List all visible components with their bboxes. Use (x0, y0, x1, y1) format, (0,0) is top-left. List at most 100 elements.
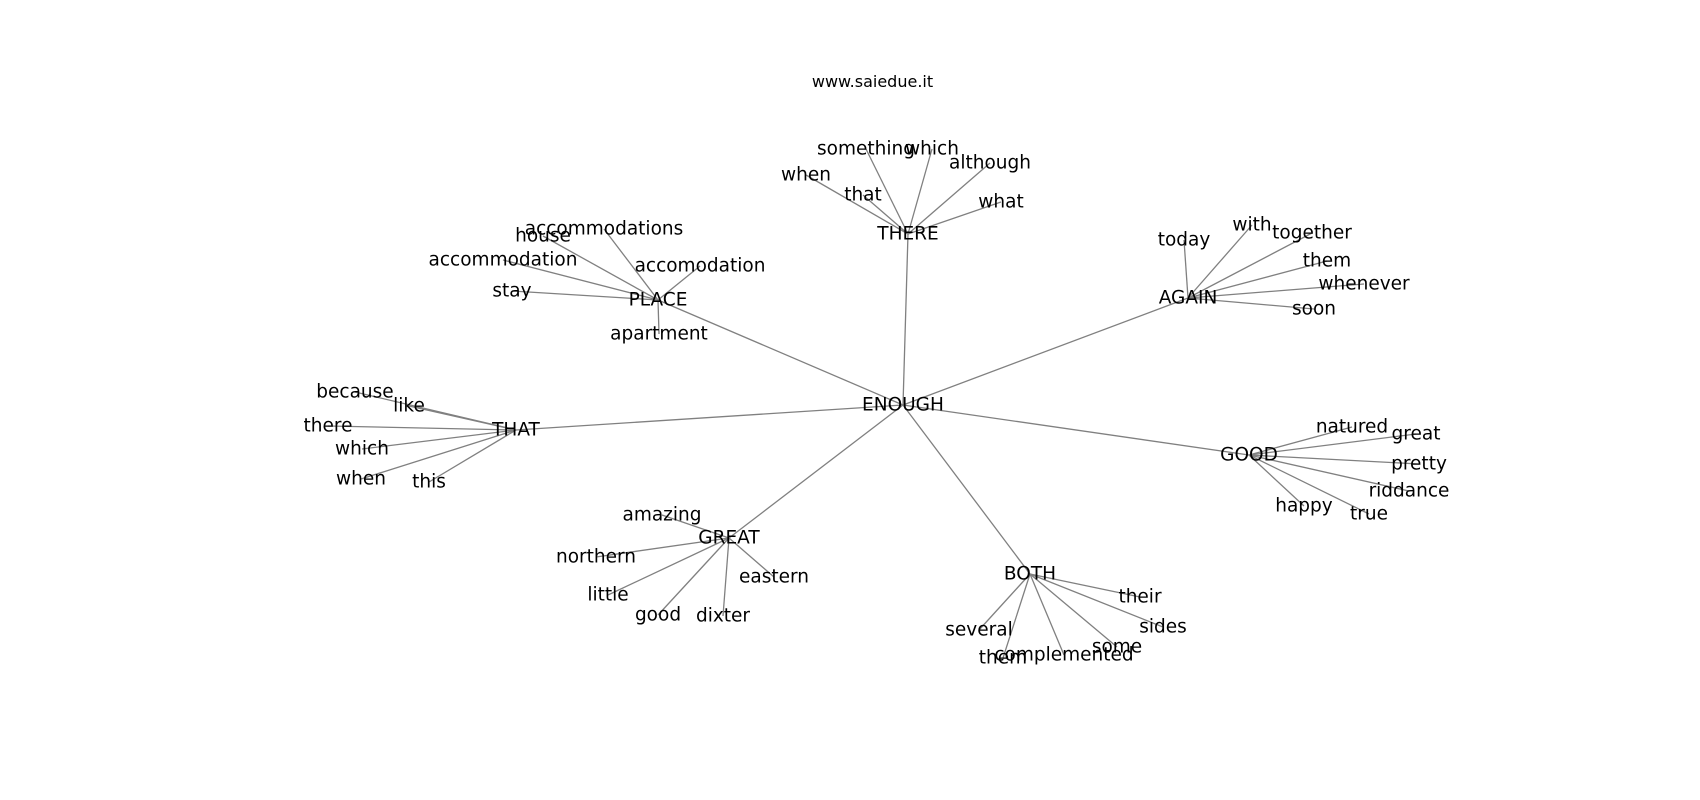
leaf-node-great-3: little (587, 585, 628, 606)
hub-node-that: THAT (491, 420, 540, 441)
leaf-node-place-5: apartment (610, 324, 708, 345)
edge-there-0 (865, 148, 909, 235)
edge-great-2 (728, 537, 775, 578)
edge-there-4 (862, 194, 909, 235)
hub-node-there: THERE (876, 224, 938, 245)
leaf-node-again-2: together (1272, 223, 1352, 244)
edge-both-1 (1029, 573, 1164, 628)
leaf-node-place-3: accomodation (635, 256, 766, 277)
leaf-node-both-1: sides (1139, 617, 1187, 638)
hub-node-place: PLACE (629, 290, 688, 311)
edge-again-2 (1187, 232, 1313, 299)
leaf-node-great-1: northern (556, 547, 636, 568)
leaf-node-great-4: good (635, 605, 681, 626)
edge-again-0 (1183, 239, 1189, 299)
leaf-node-good-4: happy (1275, 496, 1333, 517)
edge-that-1 (408, 405, 517, 431)
edge-both-2 (978, 573, 1031, 631)
leaf-node-good-3: riddance (1369, 481, 1450, 502)
edge-place-2 (502, 259, 659, 301)
edge-root-again (902, 297, 1189, 406)
hub-node-again: AGAIN (1159, 288, 1218, 309)
leaf-node-place-0: accommodations (525, 219, 684, 240)
leaf-node-great-5: dixter (696, 606, 750, 627)
hub-node-both: BOTH (1004, 564, 1056, 585)
edge-root-there (902, 233, 909, 406)
leaf-node-that-1: like (393, 396, 425, 417)
edge-both-3 (1029, 573, 1118, 648)
edge-again-1 (1187, 224, 1253, 299)
edge-both-5 (1002, 573, 1031, 659)
leaf-node-both-4: complemented (994, 645, 1133, 666)
edge-root-good (902, 404, 1250, 456)
leaf-node-place-4: stay (492, 281, 531, 302)
edge-that-3 (361, 429, 517, 450)
edge-there-3 (805, 174, 909, 235)
edge-root-place (657, 299, 904, 406)
edge-place-5 (657, 299, 660, 335)
edge-place-0 (603, 228, 659, 301)
edge-root-great (728, 404, 904, 539)
leaf-node-both-2: several (945, 620, 1012, 641)
leaf-node-again-4: whenever (1318, 274, 1410, 295)
edge-there-5 (907, 201, 1002, 235)
leaf-node-again-5: soon (1292, 299, 1336, 320)
leaf-node-both-5: them (979, 648, 1027, 669)
edge-that-5 (428, 429, 517, 483)
edge-root-that (515, 404, 904, 431)
leaf-node-that-2: there (304, 416, 353, 437)
edge-good-1 (1248, 433, 1417, 456)
leaf-node-again-0: today (1158, 230, 1211, 251)
leaf-node-that-0: because (316, 382, 393, 403)
leaf-node-good-5: true (1350, 504, 1388, 525)
edge-great-5 (722, 537, 730, 617)
site-caption: www.saiedue.it (811, 72, 934, 91)
edge-layer (327, 148, 1420, 659)
leaf-node-both-0: their (1118, 587, 1162, 608)
edge-place-3 (657, 265, 701, 301)
edge-great-0 (661, 514, 730, 539)
edge-again-4 (1187, 283, 1365, 299)
hub-node-good: GOOD (1220, 445, 1278, 466)
edge-good-5 (1248, 454, 1370, 515)
edge-great-3 (607, 537, 730, 596)
leaf-node-place-1: house (515, 226, 571, 247)
edge-there-2 (907, 162, 991, 235)
edge-that-4 (360, 429, 517, 480)
edge-good-3 (1248, 454, 1410, 492)
edge-place-1 (542, 235, 659, 301)
leaf-node-great-2: eastern (739, 567, 809, 588)
edge-there-1 (907, 148, 933, 235)
leaf-node-that-5: this (412, 472, 446, 493)
leaf-node-good-0: natured (1316, 417, 1388, 438)
edge-both-4 (1029, 573, 1065, 656)
leaf-node-again-1: with (1232, 215, 1271, 236)
leaf-node-there-1: which (905, 139, 959, 160)
root-node-label: ENOUGH (862, 395, 944, 416)
leaf-node-both-3: some (1092, 637, 1142, 658)
edge-again-3 (1187, 260, 1328, 299)
edge-good-0 (1248, 426, 1353, 456)
leaf-node-that-4: when (336, 469, 386, 490)
edge-root-both (902, 404, 1031, 575)
leaf-node-good-1: great (1392, 424, 1441, 445)
leaf-node-that-3: which (335, 439, 389, 460)
leaf-node-there-0: something (817, 139, 915, 160)
edge-both-0 (1029, 573, 1141, 598)
leaf-node-good-2: pretty (1391, 454, 1447, 475)
leaf-node-there-2: although (949, 153, 1031, 174)
leaf-node-there-5: what (978, 192, 1023, 213)
edge-that-2 (327, 425, 517, 431)
leaf-node-there-4: that (844, 185, 882, 206)
edge-again-5 (1187, 297, 1315, 310)
edge-good-4 (1248, 454, 1305, 507)
edge-great-1 (595, 537, 730, 558)
leaf-node-there-3: when (781, 165, 831, 186)
leaf-node-great-0: amazing (622, 505, 701, 526)
hub-node-great: GREAT (698, 528, 760, 549)
leaf-node-again-3: them (1303, 251, 1351, 272)
edge-good-2 (1248, 454, 1420, 465)
leaf-node-place-2: accommodation (429, 250, 578, 271)
edge-great-4 (657, 537, 730, 616)
